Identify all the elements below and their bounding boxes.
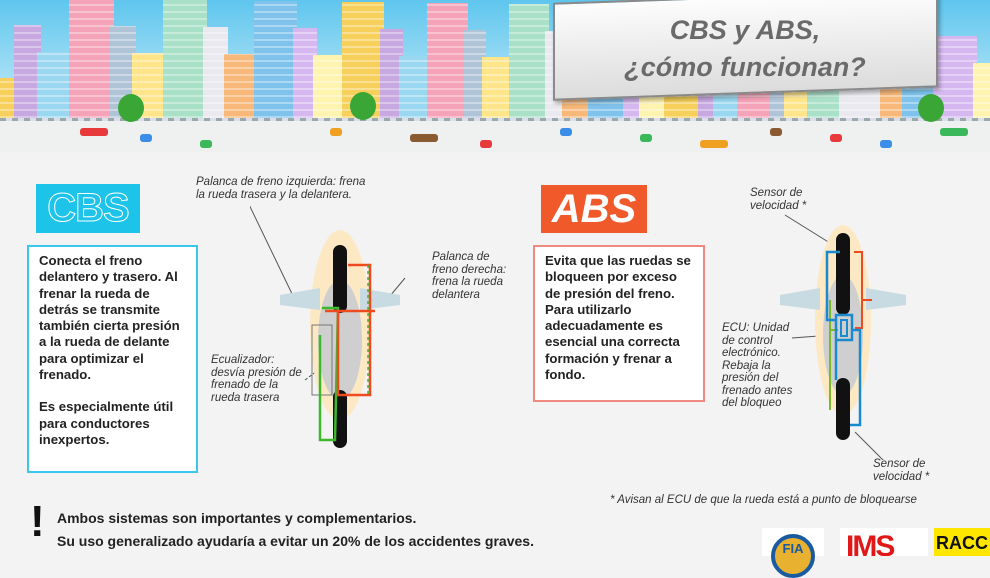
equalizer-box [311,324,333,396]
label-right-lever: Palanca de freno derecha: frena la rueda… [432,251,507,301]
car [560,128,572,136]
tree [118,94,144,122]
building [482,57,513,118]
building [14,25,41,118]
red-brake-line [325,263,375,397]
red-brake-line [854,251,872,329]
page-title: CBS y ABS, ¿cómo funcionan? [575,12,915,86]
ecu-unit [840,319,848,337]
building [464,30,486,118]
car [200,140,212,148]
car [770,128,782,136]
label-sensor-bottom: Sensor de velocidad * [873,458,930,483]
leader-line [250,205,296,301]
curb [0,116,990,121]
building [224,54,258,118]
label-left-lever: Palanca de freno izquierda: frena la rue… [196,176,366,201]
fia-logo: FIA [762,528,824,578]
car [140,134,152,142]
building [254,1,297,118]
bottom-line-2: Su uso generalizado ayudaría a evitar un… [57,533,534,549]
abs-description: Evita que las ruedas se bloqueen por exc… [545,253,691,383]
fia-logo-text: FIA [771,534,815,578]
green-brake-line [318,306,340,442]
car [880,140,892,148]
blue-sensor-line [825,250,862,427]
ims-logo: IMS [840,528,928,556]
building [973,63,990,118]
building [313,55,346,118]
ims-logo-text: IMS [846,530,895,556]
label-ecu: ECU: Unidad de control electrónico. Reba… [722,322,793,409]
building [0,78,18,118]
leader-line [854,431,884,460]
label-equalizer: Ecualizador: desvía presión de frenado d… [211,354,302,404]
rear-wheel [836,378,850,440]
front-wheel [333,245,347,313]
racc-logo: RACC [934,528,990,556]
bottom-line-1: Ambos sistemas son importantes y complem… [57,510,417,526]
abs-description-box: Evita que las ruedas se bloqueen por exc… [533,245,705,402]
tree [350,92,376,120]
cbs-description-box: Conecta el freno delantero y trasero. Al… [27,245,198,473]
building [509,4,549,118]
building [203,27,228,118]
building [399,56,431,118]
footnote: * Avisan al ECU de que la rueda está a p… [610,494,917,506]
car [480,140,492,148]
building [37,52,73,118]
car [410,134,438,142]
car [940,128,968,136]
building [380,29,403,118]
building [342,2,384,118]
title-line-2: ¿cómo funcionan? [624,52,866,82]
road [0,118,990,152]
front-wheel [836,233,850,315]
label-sensor-top: Sensor de velocidad * [750,187,807,212]
abs-logo: ABS [541,185,647,233]
cbs-logo: CBS [36,184,140,233]
car [330,128,342,136]
building [163,0,207,118]
building [69,0,114,118]
exclamation-icon: ! [30,497,45,546]
car [640,134,652,142]
car [830,134,842,142]
cbs-motorcycle-diagram [250,205,406,448]
building [427,3,468,118]
car [700,140,728,148]
handlebars [780,288,906,310]
abs-motorcycle-diagram [780,214,906,460]
cbs-note: Es especialmente útil para conductores i… [39,399,174,447]
tree [918,94,944,122]
car [80,128,108,136]
title-line-1: CBS y ABS, [669,15,821,45]
cbs-description: Conecta el freno delantero y trasero. Al… [39,253,180,383]
